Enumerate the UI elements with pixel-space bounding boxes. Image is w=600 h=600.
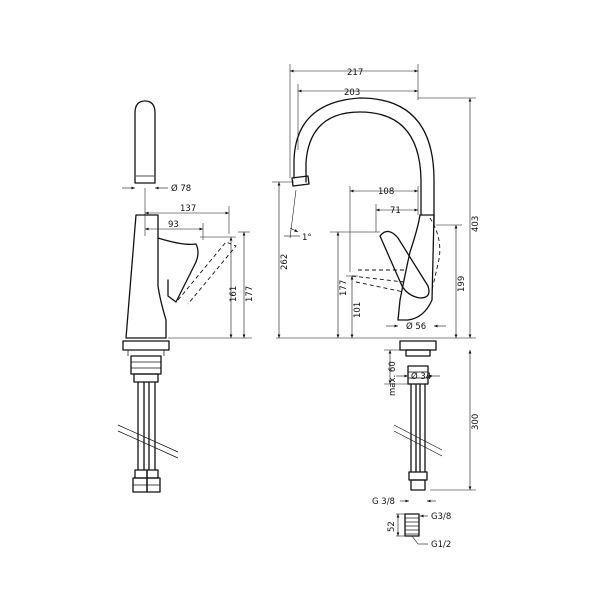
side-base-plate	[122, 340, 170, 351]
front-body	[397, 214, 435, 321]
front-hose-fitting	[408, 471, 428, 481]
side-dim-177: 177	[245, 286, 255, 302]
front-dim-108: 108	[378, 187, 394, 197]
side-body	[125, 214, 167, 339]
side-lever	[157, 237, 199, 303]
front-spout	[293, 97, 435, 226]
front-view: 217 203 108 71 1° 262 177 101	[272, 64, 481, 550]
side-view: Ø 78 137 93 161 177	[117, 100, 255, 493]
side-dim-137: 137	[180, 204, 196, 214]
side-mounting-nut	[130, 355, 162, 375]
front-dim-300: 300	[471, 414, 481, 430]
side-dim-93: 93	[168, 220, 179, 230]
side-spray-head	[134, 100, 156, 184]
front-dim-203: 203	[344, 88, 360, 98]
front-dim-71: 71	[390, 206, 401, 216]
front-dim-262: 262	[280, 254, 290, 270]
detail-dim-52: 52	[387, 521, 397, 532]
front-dim-177: 177	[339, 280, 349, 296]
front-dim-217: 217	[347, 68, 363, 78]
front-dim-101: 101	[353, 302, 363, 318]
front-max-60-label: max. 60	[388, 361, 398, 396]
side-dim-161: 161	[229, 286, 239, 302]
front-g3-8-label: G 3/8	[372, 497, 395, 507]
front-diameter-34-label: Ø 34	[411, 371, 431, 382]
front-diameter-56-label: Ø 56	[406, 321, 426, 332]
front-dim-403: 403	[471, 216, 481, 232]
front-lever	[379, 230, 430, 299]
side-diameter-78-label: Ø 78	[171, 183, 191, 194]
detail-g3-8-label: G3/8	[431, 512, 451, 522]
front-angle-1: 1°	[302, 233, 312, 243]
front-spray-nozzle	[291, 175, 310, 187]
detail-g1-2-label: G1/2	[431, 540, 451, 550]
front-base-plate	[399, 340, 437, 351]
connector-detail	[404, 513, 420, 537]
front-dim-199: 199	[457, 276, 467, 292]
